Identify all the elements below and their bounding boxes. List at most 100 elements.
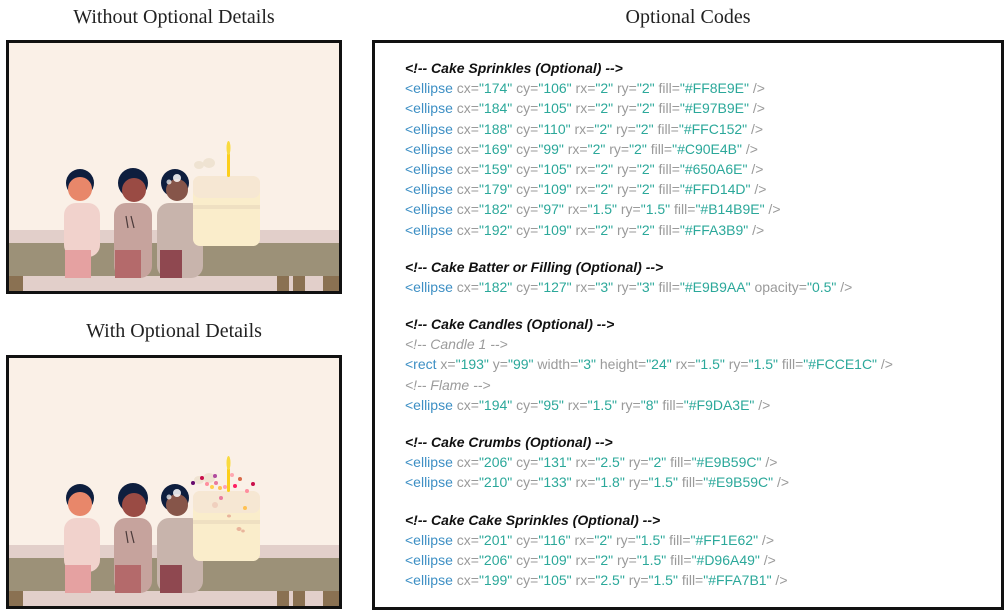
code-value: "199" xyxy=(478,572,513,589)
code-spacer xyxy=(405,415,1001,432)
cake-layer-line xyxy=(193,205,260,209)
code-value: "206" xyxy=(478,551,513,568)
code-value: "116" xyxy=(538,531,571,548)
cake-layer-line xyxy=(193,520,260,524)
code-attribute: fill= xyxy=(662,396,684,413)
code-value: "#E9B59C" xyxy=(703,474,774,491)
person-2-shirt-mark xyxy=(125,530,129,544)
code-value: "105" xyxy=(538,160,572,177)
code-tag: <ellipse xyxy=(405,100,453,117)
code-attribute: cx= xyxy=(456,474,479,491)
code-value: "24" xyxy=(646,356,672,373)
bench-leg xyxy=(323,591,339,606)
code-section-heading: <!-- Cake Sprinkles (Optional) --> xyxy=(405,60,623,76)
code-tag: <ellipse xyxy=(405,474,453,491)
code-tag: <ellipse xyxy=(405,454,453,471)
code-value: "1.5" xyxy=(748,356,778,373)
candle xyxy=(227,468,230,492)
code-attribute: cy= xyxy=(516,120,539,137)
person-2-face xyxy=(122,493,146,517)
person-3-hair-bow xyxy=(173,489,181,497)
code-tag-end: /> xyxy=(836,278,853,295)
code-attribute: cy= xyxy=(516,80,539,97)
code-attribute: cy= xyxy=(516,201,539,218)
person-3-face xyxy=(166,494,188,516)
code-value: "#FFA7B1" xyxy=(703,572,772,589)
code-attribute: cx= xyxy=(456,140,479,157)
code-attribute: fill= xyxy=(658,160,680,177)
cake-sprinkle xyxy=(205,482,209,486)
smoke-puff xyxy=(203,158,215,168)
code-tag-end: /> xyxy=(759,551,776,568)
code-attribute: cx= xyxy=(456,160,479,177)
code-value: "2.5" xyxy=(595,454,625,471)
code-attribute: ry= xyxy=(628,474,649,491)
code-value: "#FCCE1C" xyxy=(803,356,878,373)
code-attribute: cy= xyxy=(516,551,539,568)
code-tag-end: /> xyxy=(747,160,764,177)
code-attribute: cy= xyxy=(516,572,539,589)
candle-flame xyxy=(226,456,231,470)
cake-sprinkle xyxy=(191,481,195,485)
code-attribute: ry= xyxy=(617,100,637,117)
cake-sprinkle xyxy=(245,489,249,493)
scene-illustration xyxy=(9,43,339,291)
bench-leg xyxy=(323,276,339,291)
cake-sprinkle xyxy=(230,473,234,477)
code-line: <ellipse cx="188" cy="110" rx="2" ry="2"… xyxy=(405,119,1001,139)
cake-sprinkle xyxy=(210,485,214,489)
code-attribute: rx= xyxy=(574,120,595,137)
bench-leg xyxy=(293,591,305,606)
code-tag-end: /> xyxy=(761,454,778,471)
code-attribute: cx= xyxy=(456,396,479,413)
code-attribute: cx= xyxy=(456,454,479,471)
candle-flame xyxy=(226,141,231,155)
code-attribute: width= xyxy=(537,356,579,373)
code-attribute: fill= xyxy=(669,531,691,548)
code-value: "#C90E4B" xyxy=(672,140,742,157)
code-spacer xyxy=(405,240,1001,257)
person-3-legs xyxy=(160,250,182,278)
code-attribute: rx= xyxy=(575,474,596,491)
code-tag: <ellipse xyxy=(405,120,453,137)
code-tag-end: /> xyxy=(877,356,893,373)
cake-sprinkle xyxy=(251,482,255,486)
person-2-shirt-mark xyxy=(125,215,129,229)
code-value: "2" xyxy=(636,181,655,198)
code-attribute: rx= xyxy=(574,531,595,548)
code-line: <ellipse cx="169" cy="99" rx="2" ry="2" … xyxy=(405,139,1001,159)
code-attribute: ry= xyxy=(628,572,649,589)
code-attribute: opacity= xyxy=(754,278,807,295)
scene-with-optional-details xyxy=(6,355,342,609)
smoke-puff xyxy=(203,473,215,483)
code-value: "#FF8E9E" xyxy=(679,80,749,97)
code-tag-end: /> xyxy=(773,474,790,491)
code-attribute: cx= xyxy=(456,221,479,238)
code-value: "131" xyxy=(538,454,572,471)
code-attribute: rx= xyxy=(575,551,596,568)
code-attribute: ry= xyxy=(609,140,630,157)
code-value: "2.5" xyxy=(595,572,625,589)
cake-sprinkle xyxy=(238,477,242,481)
code-attribute: cx= xyxy=(456,551,479,568)
code-value: "3" xyxy=(595,278,614,295)
code-tag: <ellipse xyxy=(405,396,453,413)
code-attribute: cy= xyxy=(516,140,539,157)
code-attribute: rx= xyxy=(675,356,696,373)
code-section-heading: <!-- Cake Batter or Filling (Optional) -… xyxy=(405,258,664,275)
code-value: "1.5" xyxy=(587,201,617,218)
code-value: "#E97B9E" xyxy=(679,100,749,117)
code-line: <ellipse cx="206" cy="109" rx="2" ry="1.… xyxy=(405,550,1001,570)
code-value: "192" xyxy=(478,221,513,238)
code-value: "2" xyxy=(629,140,647,157)
code-tag: <ellipse xyxy=(405,531,453,548)
code-attribute: rx= xyxy=(575,221,596,238)
person-2-legs xyxy=(115,565,141,593)
code-value: "#FF1E62" xyxy=(690,531,759,548)
code-attribute: fill= xyxy=(681,572,704,589)
code-value: "2" xyxy=(595,221,614,238)
code-attribute: cy= xyxy=(516,531,539,548)
code-tag-end: /> xyxy=(747,120,764,137)
person-2-shirt-mark xyxy=(130,215,135,229)
cake-filling-dot xyxy=(212,502,218,508)
